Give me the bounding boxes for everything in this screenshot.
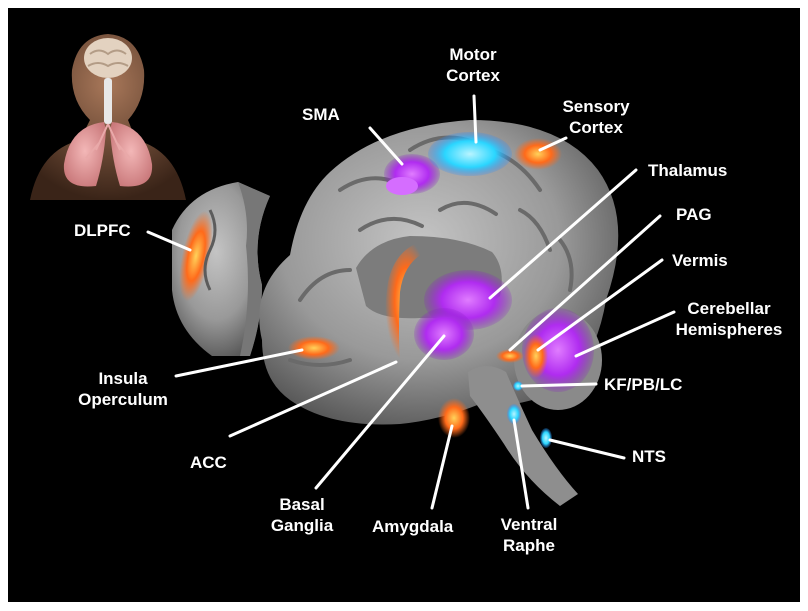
amygdala-activation [438,398,470,438]
label-insula-operculum: Insula Operculum [70,368,176,410]
basal-ganglia-activation [414,308,474,360]
vermis-activation [524,334,548,378]
label-motor-cortex: Motor Cortex [428,44,518,86]
cortical-slice [172,182,270,356]
label-basal-ganglia: Basal Ganglia [262,494,342,536]
label-pag: PAG [676,204,712,225]
nts-activation [540,428,552,448]
label-sensory-cortex: Sensory Cortex [548,96,644,138]
insula-activation [288,336,340,360]
label-sma: SMA [302,104,340,125]
label-thalamus: Thalamus [648,160,727,181]
label-cerebellar-hemispheres: Cerebellar Hemispheres [662,298,796,340]
label-amygdala: Amygdala [372,516,453,537]
inset-brain-icon [84,38,132,78]
motor-cortex-activation [428,132,512,176]
human-torso-lungs-brain-figure [30,34,186,200]
label-ventral-raphe: Ventral Raphe [488,514,570,556]
label-vermis: Vermis [672,250,728,271]
label-kf-pb-lc: KF/PB/LC [604,374,682,395]
label-dlpfc: DLPFC [74,220,131,241]
label-acc: ACC [190,452,227,473]
label-nts: NTS [632,446,666,467]
